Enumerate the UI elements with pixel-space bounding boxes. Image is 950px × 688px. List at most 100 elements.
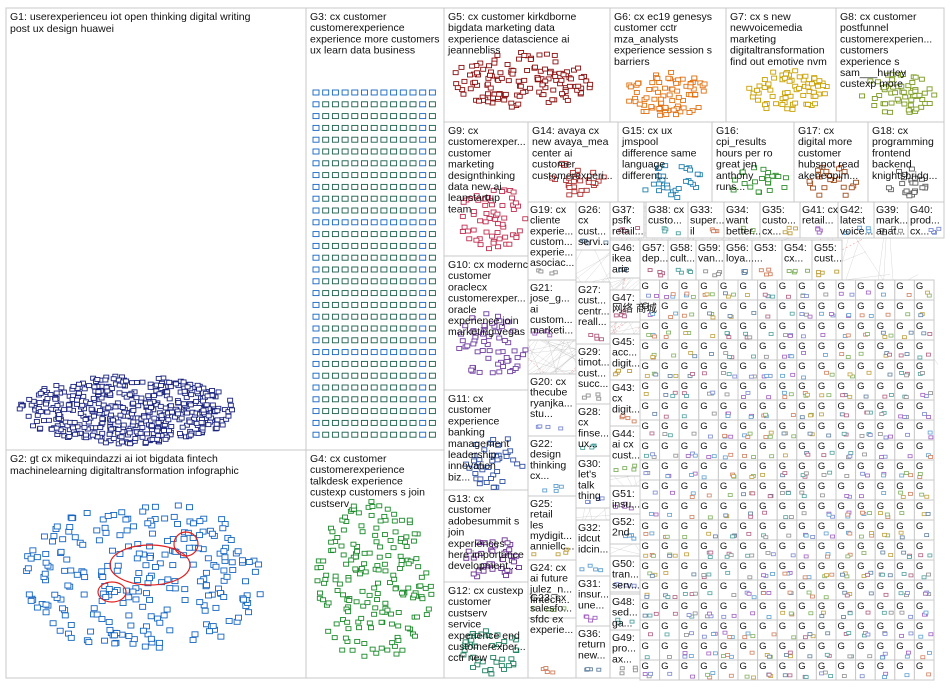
- node: [486, 348, 493, 354]
- grid-node: [801, 375, 806, 380]
- node: [391, 576, 398, 582]
- node: [95, 389, 102, 395]
- node: [395, 637, 402, 643]
- node: [399, 172, 407, 179]
- node: [397, 553, 404, 559]
- node: [169, 409, 175, 415]
- node: [890, 84, 897, 90]
- grid-node: [881, 491, 887, 495]
- group-label-line: ux...: [578, 438, 598, 450]
- grid-node: [863, 394, 869, 399]
- node: [391, 511, 398, 517]
- grid-node: [901, 572, 907, 576]
- node: [765, 170, 771, 175]
- node: [376, 554, 383, 560]
- group-label-line: G7: cx s new: [730, 11, 791, 23]
- grid-node: [688, 351, 694, 355]
- node: [569, 170, 576, 175]
- node: [135, 403, 142, 409]
- node: [139, 379, 146, 385]
- grid-node: [664, 295, 670, 299]
- node: [419, 136, 427, 143]
- grid-node: [888, 393, 894, 397]
- node: [495, 349, 502, 355]
- grid-cell-label: G: [740, 561, 747, 572]
- grid-cell-label: G: [700, 601, 707, 612]
- grid-cell-label: G: [916, 541, 923, 552]
- grid-cell-label: G: [759, 541, 766, 552]
- node: [155, 644, 163, 651]
- grid-node: [881, 473, 887, 478]
- node: [390, 572, 397, 578]
- node: [787, 231, 793, 236]
- node: [312, 231, 320, 238]
- grid-cell-label: G: [877, 601, 884, 612]
- grid-node: [782, 453, 788, 458]
- node: [164, 389, 171, 395]
- node: [380, 89, 388, 96]
- grid-node: [663, 571, 669, 575]
- group-label-line: G6: cx ec19 genesys: [614, 11, 712, 23]
- node: [598, 568, 604, 573]
- node: [419, 360, 427, 367]
- node: [111, 640, 119, 647]
- grid-node: [686, 613, 692, 617]
- group-box-g48: [609, 593, 641, 631]
- node: [351, 396, 359, 403]
- grid-cell-label: G: [759, 361, 766, 372]
- group-label-line: insu...: [612, 499, 640, 511]
- grid-node: [692, 354, 698, 359]
- node: [205, 413, 212, 419]
- node: [489, 539, 496, 545]
- node: [419, 254, 427, 261]
- node: [255, 561, 263, 568]
- grid-cell-label: G: [740, 461, 747, 472]
- node: [97, 408, 103, 414]
- node: [419, 431, 427, 438]
- group-label-line: custo...: [648, 215, 682, 227]
- node: [544, 670, 550, 675]
- node: [419, 301, 427, 308]
- node: [380, 160, 388, 167]
- grid-cell-label: G: [838, 381, 845, 392]
- node: [351, 231, 359, 238]
- node: [113, 567, 121, 574]
- node: [110, 436, 117, 441]
- node: [419, 325, 427, 332]
- node: [542, 66, 548, 72]
- node: [470, 227, 477, 233]
- node: [675, 186, 682, 192]
- group-label-line: G17: cx: [798, 125, 835, 137]
- node: [322, 195, 330, 202]
- node: [377, 544, 384, 550]
- node: [322, 408, 330, 415]
- grid-cell-label: G: [700, 441, 707, 452]
- node: [474, 574, 481, 580]
- node: [497, 70, 504, 76]
- node: [331, 183, 339, 190]
- node: [165, 417, 172, 423]
- grid-cell-label: G: [818, 621, 825, 632]
- group-label-line: G9: cx: [448, 125, 479, 137]
- node: [475, 568, 482, 574]
- group-label-line: management: [448, 438, 509, 450]
- grid-node: [838, 291, 844, 296]
- node: [370, 183, 378, 190]
- node: [815, 270, 821, 275]
- node: [204, 555, 212, 562]
- grid-cell-label: G: [838, 481, 845, 492]
- node: [695, 105, 702, 110]
- grid-cell-label: G: [642, 381, 649, 392]
- node: [68, 515, 76, 522]
- node: [390, 360, 398, 367]
- node: [322, 337, 330, 344]
- grid-node: [845, 554, 851, 559]
- grid-cell-label: G: [779, 281, 786, 292]
- node: [391, 643, 398, 649]
- node: [380, 349, 388, 356]
- node: [816, 230, 822, 235]
- node: [662, 104, 669, 110]
- node: [454, 85, 461, 91]
- node: [148, 423, 155, 429]
- node: [359, 588, 366, 594]
